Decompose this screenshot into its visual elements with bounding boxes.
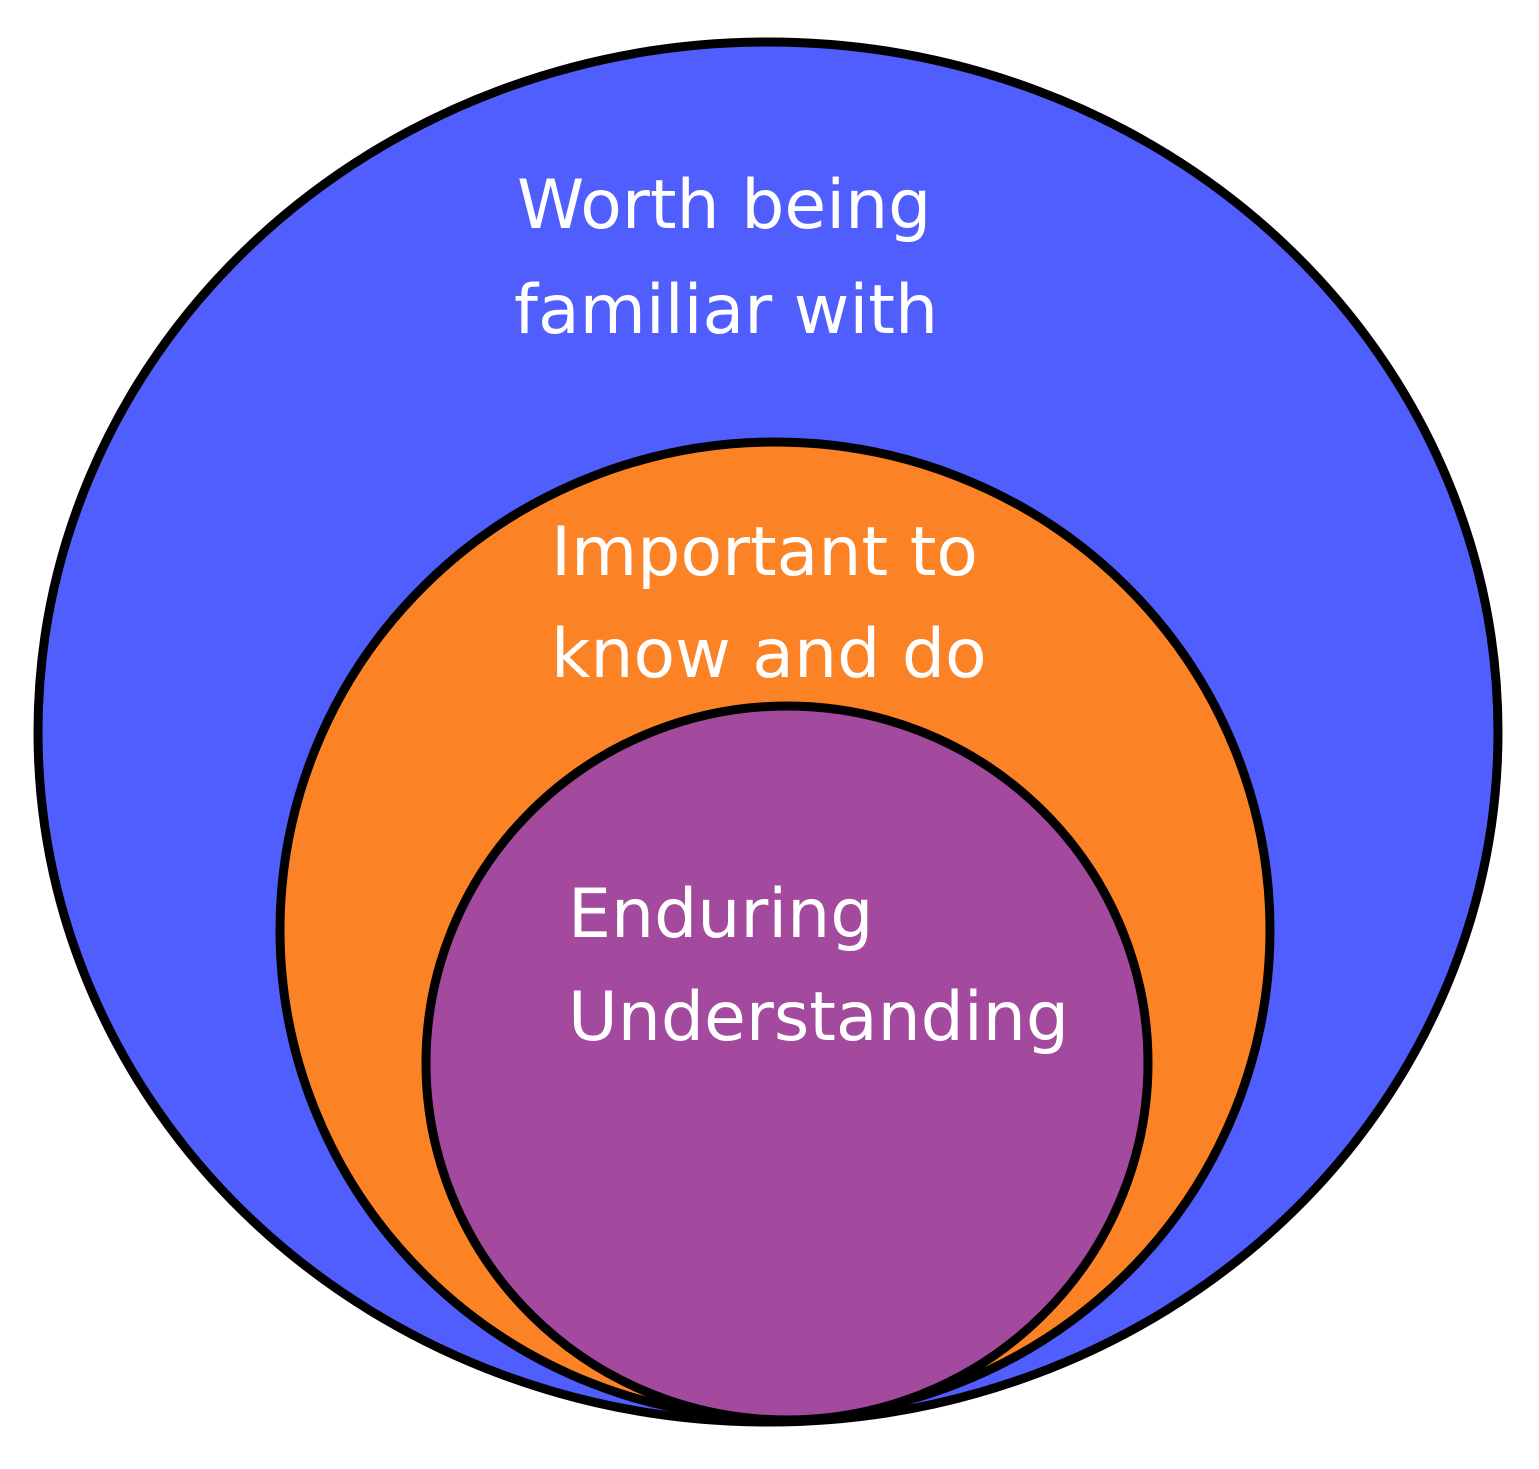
inner-circle-label-line-1: Enduring [568,875,873,954]
middle-circle-label-line-2: know and do [551,615,987,694]
outer-circle-label-line-1: Worth being [517,166,931,245]
inner-circle [421,701,1153,1425]
inner-circle-label-line-2: Understanding [568,978,1069,1057]
middle-circle-label-line-1: Important to [551,513,978,592]
outer-circle-label-line-2: familiar with [514,271,938,350]
